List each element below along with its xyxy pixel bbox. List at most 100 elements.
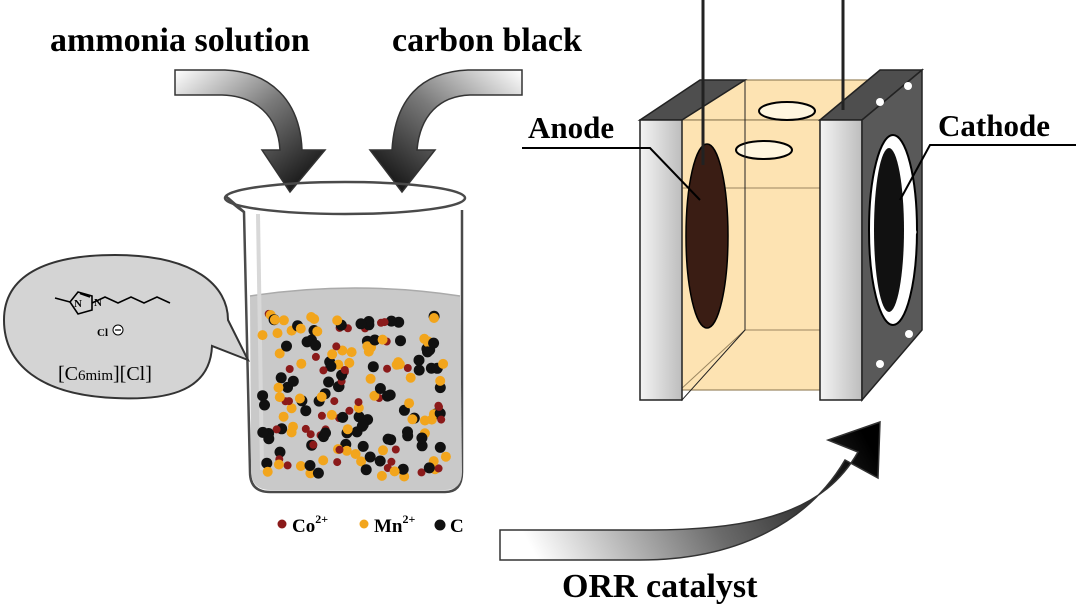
mn-particle bbox=[378, 445, 388, 456]
legend: Co2+ Mn2+ C bbox=[277, 512, 464, 537]
co-particle bbox=[387, 457, 396, 466]
ammonia-solution-label: ammonia solution bbox=[50, 22, 310, 59]
mn-particle bbox=[286, 403, 297, 414]
c-particle bbox=[364, 451, 376, 463]
c-particle bbox=[369, 334, 381, 346]
c-particle bbox=[416, 432, 428, 444]
cathode-label: Cathode bbox=[938, 108, 1050, 143]
cathode-leader-line bbox=[899, 144, 1076, 201]
c-particle bbox=[413, 364, 425, 376]
c-particle bbox=[402, 426, 413, 438]
mn-particle bbox=[393, 357, 404, 368]
co-particle bbox=[434, 464, 443, 473]
mn-particle bbox=[257, 330, 268, 341]
mn-particle bbox=[262, 466, 273, 477]
c-particle bbox=[428, 337, 440, 349]
c-particle bbox=[257, 426, 269, 438]
mn-particle bbox=[327, 349, 338, 360]
ammonia-arrow bbox=[174, 69, 327, 194]
c-particle bbox=[423, 462, 435, 474]
mn-particle bbox=[341, 445, 352, 456]
c-particle bbox=[325, 360, 337, 372]
co-particle bbox=[330, 397, 339, 406]
co-particle bbox=[306, 430, 315, 439]
c-particle bbox=[300, 405, 312, 417]
orr-catalyst-label: ORR catalyst bbox=[562, 568, 758, 605]
co-particle bbox=[335, 445, 344, 454]
co-particle bbox=[434, 401, 443, 410]
c-particle bbox=[312, 467, 324, 479]
mn-particle bbox=[294, 393, 305, 404]
co-particle bbox=[437, 415, 446, 424]
mn-particle bbox=[344, 357, 355, 368]
ring-nitrogen-label: N bbox=[74, 298, 82, 310]
c-particle bbox=[337, 411, 349, 423]
co-particle bbox=[311, 352, 320, 361]
legend-co-swatch bbox=[277, 519, 287, 529]
c-particle bbox=[261, 457, 273, 469]
c-particle bbox=[382, 433, 394, 445]
mn-particle bbox=[318, 455, 329, 466]
c-particle bbox=[357, 440, 369, 452]
mn-particle bbox=[272, 328, 283, 339]
c-particle bbox=[304, 460, 316, 471]
particles-group bbox=[257, 309, 451, 482]
legend-c-swatch bbox=[434, 519, 446, 531]
mn-particle bbox=[295, 323, 306, 334]
co-particle bbox=[340, 366, 349, 374]
c-particle bbox=[257, 390, 269, 402]
mn-particle bbox=[405, 372, 416, 383]
mn-particle bbox=[288, 421, 298, 432]
co-particle bbox=[309, 440, 318, 449]
c-particle bbox=[320, 427, 331, 439]
legend-co-label: Co2+ bbox=[292, 512, 328, 537]
c-particle bbox=[259, 399, 270, 411]
c-particle bbox=[281, 340, 292, 352]
co-particle bbox=[285, 397, 293, 406]
mn-particle bbox=[407, 414, 418, 425]
mn-particle bbox=[273, 459, 284, 470]
c-particle bbox=[413, 354, 425, 366]
c-particle bbox=[397, 463, 409, 475]
co-particle bbox=[391, 445, 400, 454]
mn-particle bbox=[332, 315, 343, 326]
mn-particle bbox=[278, 315, 289, 326]
anode-electrode bbox=[685, 143, 729, 329]
mn-particle bbox=[342, 424, 353, 435]
anode-leader-line bbox=[522, 147, 701, 201]
chloride-label: Cl bbox=[97, 327, 108, 339]
mn-particle bbox=[274, 348, 285, 359]
mn-particle bbox=[426, 414, 437, 425]
c-particle bbox=[367, 361, 379, 373]
c-particle bbox=[374, 455, 386, 467]
mn-particle bbox=[273, 382, 284, 393]
mn-particle bbox=[369, 390, 380, 401]
orr-catalyst-arrow bbox=[499, 420, 881, 561]
co-particle bbox=[301, 424, 310, 433]
mn-particle bbox=[295, 461, 306, 471]
co-particle bbox=[383, 364, 392, 373]
mn-particle bbox=[363, 346, 374, 357]
c-particle bbox=[275, 372, 287, 384]
co-particle bbox=[354, 398, 363, 407]
co-particle bbox=[333, 458, 342, 467]
c-particle bbox=[287, 375, 299, 387]
co-particle bbox=[380, 318, 389, 327]
c-particle bbox=[301, 336, 313, 348]
legend-c-label: C bbox=[450, 516, 464, 537]
co-particle bbox=[285, 365, 294, 373]
co-particle bbox=[417, 468, 426, 477]
mn-particle bbox=[306, 312, 317, 322]
c-particle bbox=[357, 419, 369, 431]
c-particle bbox=[310, 339, 322, 351]
mn-particle bbox=[296, 358, 307, 369]
co-particle bbox=[319, 366, 328, 375]
mn-particle bbox=[305, 468, 316, 479]
mn-particle bbox=[269, 314, 280, 325]
co-particle bbox=[403, 364, 412, 372]
mn-particle bbox=[376, 470, 387, 481]
co-particle bbox=[345, 406, 354, 415]
c-particle bbox=[434, 441, 446, 453]
c-particle bbox=[384, 389, 396, 401]
